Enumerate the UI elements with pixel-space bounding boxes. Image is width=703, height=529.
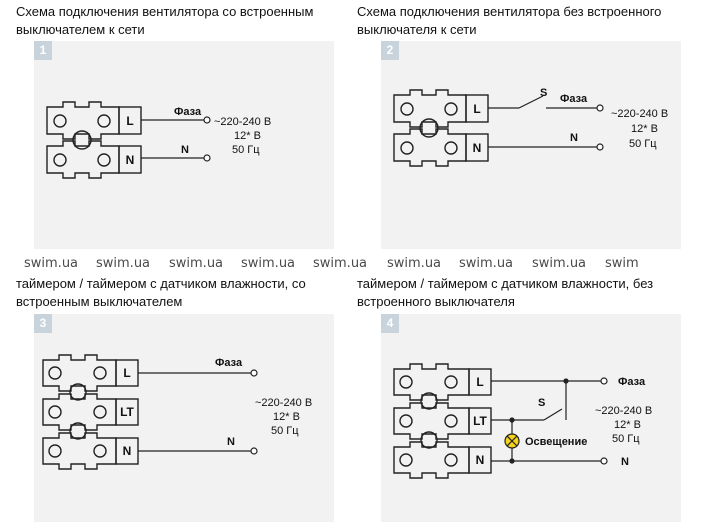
low-voltage-label: 12* В: [614, 419, 641, 431]
voltage-label: ~220-240 В: [611, 108, 668, 120]
watermark: swim.ua: [24, 256, 79, 271]
diagram-panel-2: 2 L N S Фаза N ~220-240 В 12* В 50 Гц: [381, 41, 681, 249]
terminal-lt-label: LT: [473, 414, 487, 428]
phase-label: Фаза: [174, 106, 202, 118]
terminal-n-label: N: [473, 141, 482, 155]
low-voltage-label: 12* В: [234, 130, 261, 142]
terminal-l-label: L: [473, 102, 480, 116]
neutral-label: N: [181, 144, 189, 156]
watermark: swim.ua: [169, 256, 224, 271]
diagram-panel-3: 3 L LT N Фаза N ~220-240 В 12* В 50 Гц: [34, 314, 334, 522]
wiring-diagram-1: L N Фаза N ~220-240 В 12* В 50 Гц: [46, 101, 271, 179]
diagram-panel-4: 4 L LT N: [381, 314, 681, 522]
terminal-n-label: N: [126, 153, 135, 167]
terminal-l-label: L: [126, 114, 133, 128]
neutral-label: N: [621, 456, 629, 468]
wires: [138, 369, 258, 455]
wiring-diagram-3: L LT N Фаза N ~220-240 В 12* В 50 Гц: [42, 354, 312, 470]
frequency-label: 50 Гц: [232, 144, 260, 156]
watermark: swim.ua: [241, 256, 296, 271]
terminal-l-label: L: [476, 375, 483, 389]
watermark: swim.ua: [459, 256, 514, 271]
panel-number-badge: 2: [381, 41, 399, 60]
wires: [488, 95, 604, 151]
terminal-lt-label: LT: [120, 405, 134, 419]
watermark: swim.ua: [96, 256, 151, 271]
low-voltage-label: 12* В: [273, 411, 300, 423]
neutral-label: N: [570, 132, 578, 144]
terminal-block: [393, 363, 492, 479]
wiring-diagram-4: L LT N S Освещение Фаза N ~220-240 В 12*…: [393, 363, 652, 479]
low-voltage-label: 12* В: [631, 123, 658, 135]
lamp-label: Освещение: [525, 436, 587, 448]
terminal-n-label: N: [476, 453, 485, 467]
wires: [141, 116, 211, 162]
voltage-label: ~220-240 В: [214, 116, 271, 128]
switch-label: S: [538, 397, 545, 409]
caption-diagram-3: таймером / таймером с датчиком влажности…: [16, 276, 306, 309]
switch-blade: [543, 408, 563, 421]
watermark: swim.ua: [313, 256, 368, 271]
voltage-label: ~220-240 В: [595, 405, 652, 417]
caption-diagram-4: таймером / таймером с датчиком влажности…: [357, 276, 654, 309]
caption-diagram-2: Схема подключения вентилятора без встрое…: [357, 4, 662, 37]
lamp-icon: [504, 433, 520, 449]
phase-label: Фаза: [618, 376, 646, 388]
wires: [491, 377, 608, 465]
switch-label: S: [540, 87, 547, 99]
frequency-label: 50 Гц: [271, 425, 299, 437]
panel-number-badge: 3: [34, 314, 52, 333]
terminal-l-label: L: [123, 366, 130, 380]
neutral-label: N: [227, 436, 235, 448]
panel-number-badge: 1: [34, 41, 52, 60]
terminal-n-label: N: [123, 444, 132, 458]
watermark: swim.ua: [387, 256, 442, 271]
diagram-panel-1: 1 L N Фаза N ~220-240 В 12* В 50 Гц: [34, 41, 334, 249]
phase-label: Фаза: [215, 357, 243, 369]
watermark: swim: [605, 256, 639, 271]
watermark: swim.ua: [532, 256, 587, 271]
switch-blade: [518, 95, 544, 109]
wiring-diagram-2: L N S Фаза N ~220-240 В 12* В 50 Гц: [393, 87, 668, 167]
phase-label: Фаза: [560, 93, 588, 105]
terminal-block: [42, 354, 139, 470]
frequency-label: 50 Гц: [629, 138, 657, 150]
frequency-label: 50 Гц: [612, 433, 640, 445]
voltage-label: ~220-240 В: [255, 397, 312, 409]
caption-diagram-1: Схема подключения вентилятора со встроен…: [16, 4, 314, 37]
panel-number-badge: 4: [381, 314, 399, 333]
